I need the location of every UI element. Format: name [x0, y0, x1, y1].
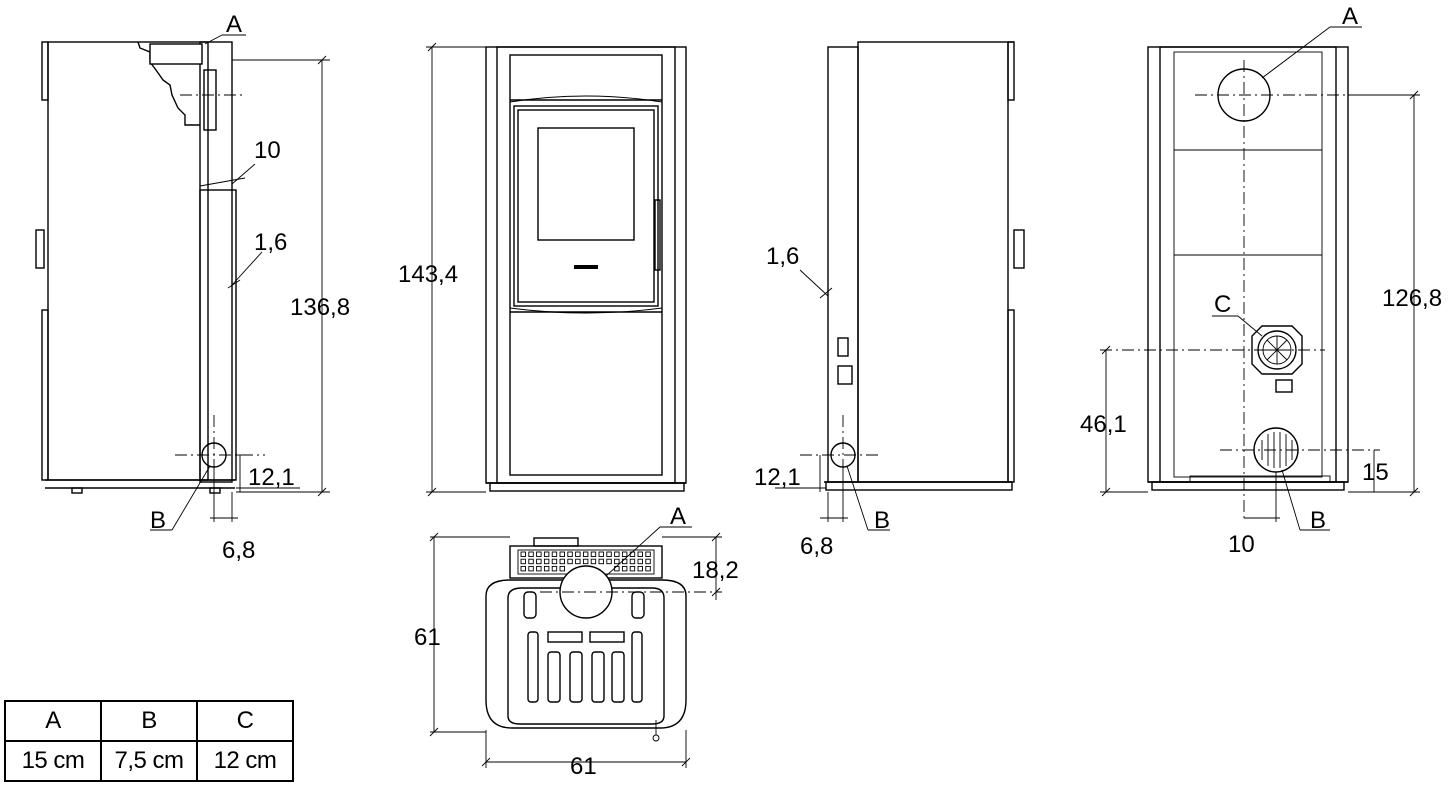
- label-a-back: A: [1342, 3, 1358, 30]
- vent-cell: [590, 558, 597, 565]
- dim-61-width: 61: [570, 753, 597, 780]
- vent-cell: [528, 551, 534, 557]
- vent-cell: [559, 551, 565, 557]
- front-view: [426, 42, 687, 497]
- legend-value-row: 15 cm 7,5 cm 12 cm: [4, 740, 294, 782]
- dim-10-left: 10: [254, 137, 281, 164]
- dim-6-8-right: 6,8: [800, 533, 833, 560]
- vent-cell: [575, 558, 581, 565]
- dim-18-2: 18,2: [692, 557, 739, 584]
- vent-cell: [637, 565, 643, 572]
- dim-10-back: 10: [1228, 531, 1255, 558]
- vent-cell: [637, 551, 643, 557]
- dim-12-1-left: 12,1: [248, 464, 295, 491]
- dim-46-1: 46,1: [1080, 411, 1127, 438]
- vent-cell: [520, 565, 526, 572]
- vent-cell: [637, 558, 643, 565]
- vent-cell: [621, 551, 628, 557]
- vent-cell: [551, 558, 558, 565]
- vent-cell: [543, 565, 550, 572]
- vent-cell: [606, 558, 612, 565]
- top-view: [429, 526, 722, 768]
- label-a-left: A: [226, 11, 242, 38]
- label-c-back: C: [1214, 291, 1231, 318]
- vent-cell: [645, 565, 651, 572]
- vent-cell: [567, 551, 573, 557]
- back-view: [1100, 26, 1420, 531]
- dim-126-8: 126,8: [1382, 285, 1442, 312]
- dim-61-depth: 61: [414, 624, 441, 651]
- vent-cell: [536, 558, 542, 565]
- legend-table: A B C 15 cm 7,5 cm 12 cm: [4, 700, 294, 782]
- label-b-right: B: [874, 507, 890, 534]
- dim-143-4: 143,4: [398, 261, 458, 288]
- vent-cell: [551, 565, 558, 572]
- vent-cell: [614, 551, 620, 557]
- vent-cell: [543, 558, 550, 565]
- right-side-view: [775, 41, 1025, 531]
- left-side-view: [35, 34, 330, 531]
- vent-cell: [520, 558, 526, 565]
- dim-1-6-right: 1,6: [766, 243, 799, 270]
- legend-header-a: A: [4, 700, 102, 742]
- dim-6-8-left: 6,8: [222, 537, 255, 564]
- vent-cell: [528, 558, 534, 565]
- dim-15: 15: [1362, 459, 1389, 486]
- vent-cell: [528, 565, 534, 572]
- label-b-back: B: [1310, 507, 1326, 534]
- vent-cell: [582, 558, 589, 565]
- vent-cell: [520, 551, 526, 557]
- dim-12-1-right: 12,1: [754, 464, 801, 491]
- legend-header-row: A B C: [4, 700, 294, 742]
- top-vent-grid: [517, 549, 655, 575]
- vent-cell: [621, 565, 628, 572]
- vent-cell: [645, 551, 651, 557]
- dim-1-6-left: 1,6: [254, 229, 287, 256]
- legend-header-b: B: [100, 700, 198, 742]
- vent-cell: [645, 558, 651, 565]
- vent-cell: [606, 551, 612, 557]
- label-b-left: B: [150, 507, 166, 534]
- legend-value-a: 15 cm: [4, 740, 102, 782]
- vent-cell: [598, 551, 604, 557]
- vent-cell: [598, 558, 604, 565]
- vent-cell: [559, 565, 565, 572]
- legend-value-c: 12 cm: [196, 740, 294, 782]
- vent-cell: [536, 551, 542, 557]
- dim-136-8: 136,8: [290, 294, 350, 321]
- vent-cell: [582, 551, 589, 557]
- vent-cell: [590, 551, 597, 557]
- vent-cell: [559, 558, 565, 565]
- vent-cell: [543, 551, 550, 557]
- vent-cell: [567, 558, 573, 565]
- vent-cell: [575, 551, 581, 557]
- vent-cell: [536, 565, 542, 572]
- vent-cell: [629, 558, 636, 565]
- legend-header-c: C: [196, 700, 294, 742]
- vent-cell: [629, 565, 636, 572]
- vent-cell: [551, 551, 558, 557]
- vent-cell: [614, 558, 620, 565]
- legend-value-b: 7,5 cm: [100, 740, 198, 782]
- label-a-top: A: [670, 503, 686, 530]
